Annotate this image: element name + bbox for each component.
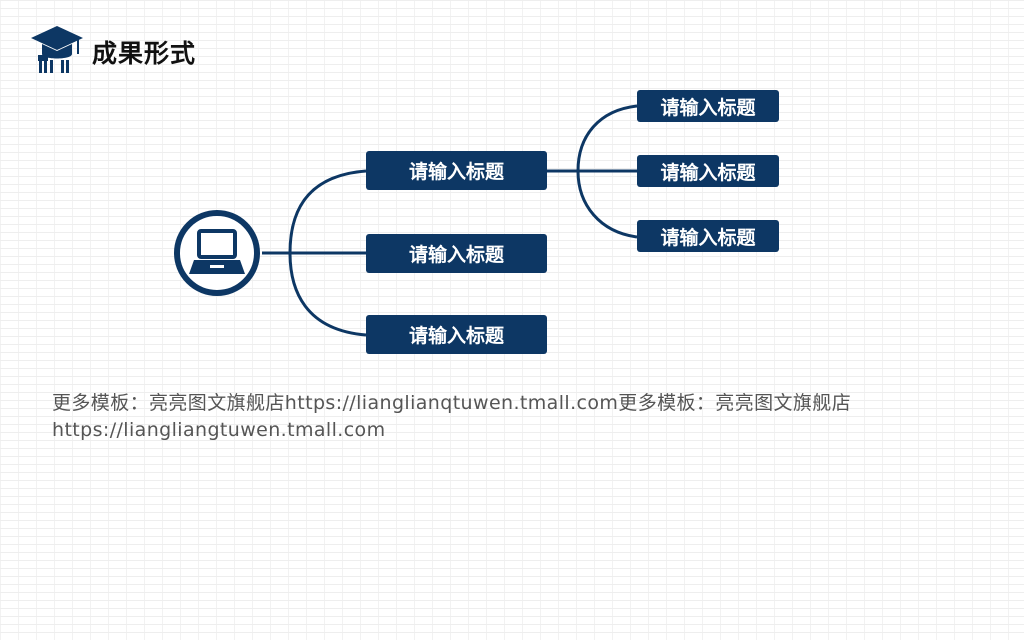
sub-node-1[interactable]: 请输入标题 — [637, 90, 779, 122]
graduation-cap-icon — [31, 26, 83, 73]
connector-left-bracket — [288, 169, 367, 337]
footer-text: 更多模板：亮亮图文旗舰店https://lianglianqtuwen.tmal… — [52, 392, 852, 441]
laptop-icon — [174, 210, 260, 296]
page-title: 成果形式 — [92, 39, 197, 68]
branch-node-1[interactable]: 请输入标题 — [366, 151, 547, 190]
sub-node-3[interactable]: 请输入标题 — [637, 220, 779, 252]
branch-node-2[interactable]: 请输入标题 — [366, 234, 547, 273]
sub-node-2[interactable]: 请输入标题 — [637, 155, 779, 187]
branch-node-3[interactable]: 请输入标题 — [366, 315, 547, 354]
connector-right-bracket — [576, 104, 638, 239]
